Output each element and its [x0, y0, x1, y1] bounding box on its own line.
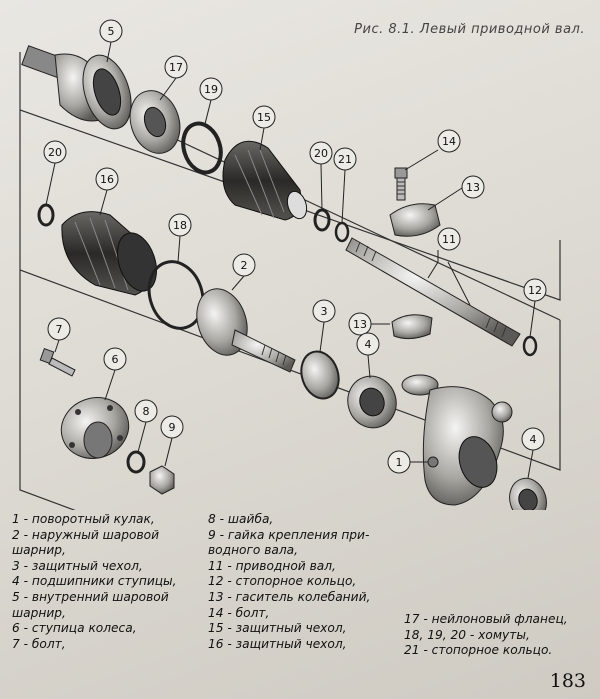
legend-item: 17 - нейлоновый фланец,	[404, 612, 568, 626]
legend-item: 9 - гайка крепления при-	[208, 527, 370, 542]
callout-14: 14	[437, 129, 461, 153]
legend-item: 1 - поворотный кулак,	[12, 512, 155, 526]
svg-text:20: 20	[48, 146, 62, 159]
part-clamp-18	[147, 260, 205, 330]
svg-text:11: 11	[442, 233, 456, 246]
legend-item: 11 - приводной вал,	[208, 558, 336, 573]
part-bolt-14	[394, 167, 408, 201]
part-hub-bearing-lower	[509, 477, 547, 510]
svg-text:4: 4	[530, 433, 537, 446]
legend-item: 14 - болт,	[208, 605, 270, 620]
legend-item: 5 - внутренний шаровой	[12, 589, 169, 604]
part-protective-boot-16	[61, 211, 157, 296]
svg-text:4: 4	[365, 338, 372, 351]
svg-text:16: 16	[100, 173, 114, 186]
part-clamp-20-lower	[37, 203, 55, 227]
svg-text:7: 7	[56, 323, 63, 336]
svg-text:6: 6	[112, 353, 119, 366]
callout-13-lower: 13	[348, 312, 372, 336]
part-drive-shaft-nut	[149, 465, 175, 495]
legend-item: 3 - защитный чехол,	[12, 558, 143, 573]
legend-item: 6 - ступица колеса,	[12, 621, 137, 636]
page-number: 183	[549, 670, 586, 692]
callout-6: 6	[103, 347, 127, 371]
callout-8: 8	[134, 399, 158, 423]
callout-4-lower: 4	[521, 427, 545, 451]
legend-item: 21 - стопорное кольцо.	[404, 643, 553, 658]
part-retaining-ring-21	[334, 221, 350, 243]
part-vibration-damper-lower	[391, 314, 433, 340]
legend-item: 7 - болт,	[12, 636, 66, 651]
callout-15: 15	[252, 105, 276, 129]
callout-11: 11	[437, 227, 461, 251]
legend-item: 4 - подшипники ступицы,	[12, 574, 177, 589]
legend-column-1: 1 - поворотный кулак, 2 - наружный шаров…	[12, 512, 207, 652]
legend-column-2: 8 - шайба, 9 - гайка крепления при- водн…	[208, 512, 408, 652]
svg-text:12: 12	[528, 284, 542, 297]
callout-18: 18	[168, 213, 192, 237]
part-drive-shaft	[345, 237, 521, 347]
legend-item: 12 - стопорное кольцо,	[208, 574, 357, 589]
svg-text:14: 14	[442, 135, 456, 148]
callout-20-lower: 20	[43, 140, 67, 164]
part-clamp-19	[181, 121, 223, 175]
svg-text:13: 13	[353, 318, 367, 331]
callout-5: 5	[99, 19, 123, 43]
part-wheel-hub	[60, 397, 130, 459]
svg-text:13: 13	[466, 181, 480, 194]
legend-item: 8 - шайба,	[208, 512, 274, 526]
svg-text:9: 9	[169, 421, 176, 434]
svg-text:19: 19	[204, 83, 218, 96]
svg-text:8: 8	[143, 405, 150, 418]
callout-19: 19	[199, 77, 223, 101]
callout-2: 2	[232, 253, 256, 277]
figure-caption: Рис. 8.1. Левый приводной вал.	[354, 22, 585, 37]
legend-item: шарнир,	[12, 605, 66, 620]
callout-21: 21	[333, 147, 357, 171]
part-retaining-ring-12	[522, 335, 538, 357]
legend-item: водного вала,	[208, 543, 299, 558]
part-nylon-flange	[129, 90, 181, 154]
svg-text:15: 15	[257, 111, 271, 124]
part-inner-cv-joint	[21, 45, 132, 130]
svg-text:5: 5	[108, 25, 115, 38]
svg-text:17: 17	[169, 61, 183, 74]
part-vibration-damper-upper	[389, 203, 441, 237]
part-callouts: 5 17 19 15 20 21 14 13 20 16 18 2 11 12 …	[43, 19, 547, 474]
callout-13-upper: 13	[461, 175, 485, 199]
svg-text:2: 2	[241, 259, 248, 272]
callout-20-upper: 20	[309, 141, 333, 165]
part-steering-knuckle	[401, 374, 513, 506]
leader-lines	[45, 41, 536, 479]
svg-text:3: 3	[321, 305, 328, 318]
svg-text:1: 1	[396, 456, 403, 469]
callout-7: 7	[47, 317, 71, 341]
callout-3: 3	[312, 299, 336, 323]
callout-1: 1	[387, 450, 411, 474]
legend-column-3: 17 - нейлоновый фланец, 18, 19, 20 - хом…	[404, 612, 594, 659]
legend-item: шарнир,	[12, 543, 66, 558]
legend-item: 2 - наружный шаровой	[12, 527, 160, 542]
part-protective-cover-3	[300, 350, 340, 400]
callout-12: 12	[523, 278, 547, 302]
exploded-drive-shaft-diagram: 5 17 19 15 20 21 14 13 20 16 18 2 11 12 …	[19, 19, 561, 510]
part-hub-bearing-upper	[347, 375, 397, 429]
legend-item: 15 - защитный чехол,	[208, 621, 347, 636]
legend-item: 13 - гаситель колебаний,	[208, 589, 371, 604]
callout-9: 9	[160, 415, 184, 439]
svg-text:21: 21	[338, 153, 352, 166]
part-protective-boot-15	[222, 140, 308, 221]
part-washer	[126, 450, 146, 474]
callout-17: 17	[164, 55, 188, 79]
callout-16: 16	[95, 167, 119, 191]
svg-text:20: 20	[314, 147, 328, 160]
part-bolt-7	[39, 348, 76, 377]
legend-item: 16 - защитный чехол,	[208, 636, 347, 651]
callout-4-upper: 4	[356, 332, 380, 356]
part-outer-cv-joint	[196, 288, 296, 373]
svg-text:18: 18	[173, 219, 187, 232]
part-clamp-20-upper	[313, 208, 331, 232]
legend-item: 18, 19, 20 - хомуты,	[404, 627, 530, 642]
